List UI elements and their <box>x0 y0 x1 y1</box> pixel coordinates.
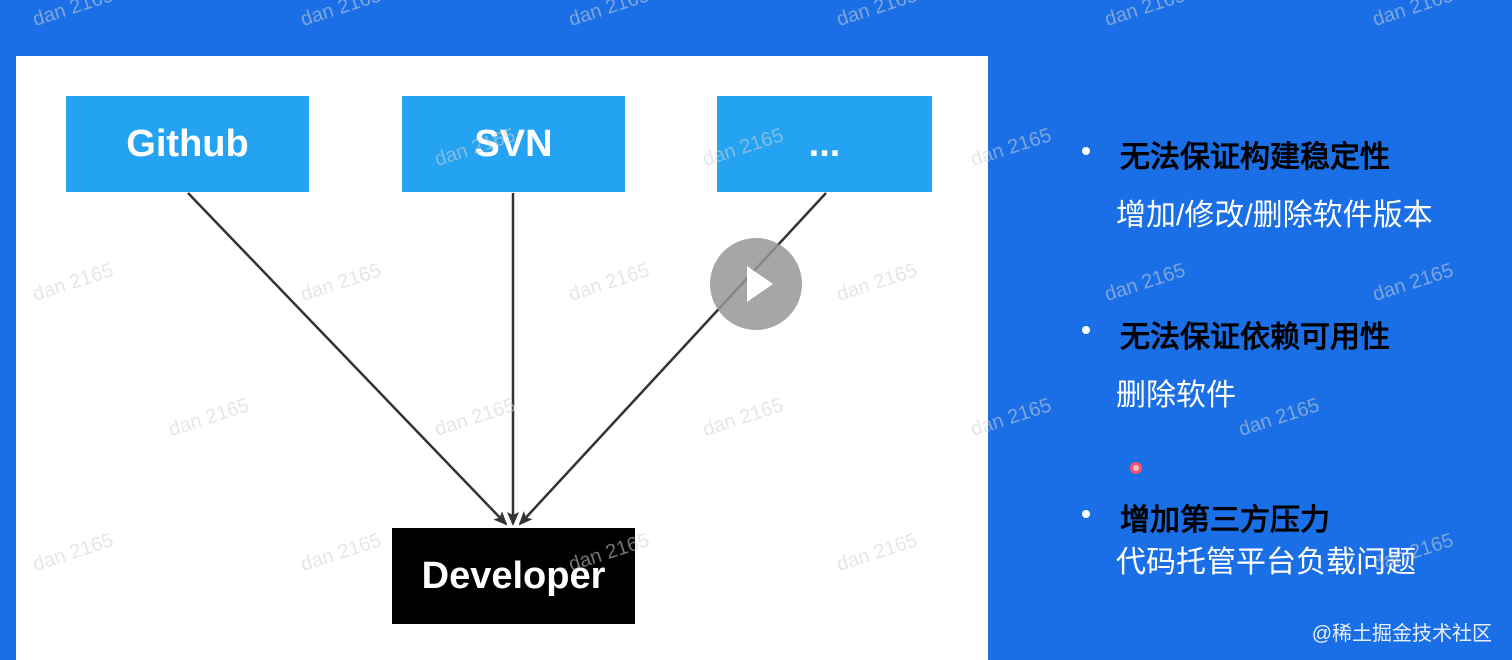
bullet-title-1: 无法保证构建稳定性 <box>1120 141 1390 174</box>
watermark: dan 2165 <box>1102 0 1189 31</box>
bullet-detail-1: 增加/修改/删除软件版本 <box>1116 199 1433 232</box>
source-credit: @稀土掘金技术社区 <box>1311 623 1492 645</box>
developer-box: Developer <box>392 528 635 624</box>
watermark: dan 2165 <box>1370 259 1457 306</box>
bullet-dot-1 <box>1082 147 1090 155</box>
bullet-dot-2 <box>1082 326 1090 334</box>
bullet-dot-3 <box>1082 510 1090 518</box>
developer-label: Developer <box>421 554 606 597</box>
source-label-other: ... <box>808 122 841 165</box>
source-label-svn: SVN <box>474 122 553 165</box>
bullet-detail-3: 代码托管平台负载问题 <box>1116 546 1416 579</box>
bullet-title-3: 增加第三方压力 <box>1120 504 1330 537</box>
watermark: dan 2165 <box>834 0 921 31</box>
source-box-svn: SVN <box>402 96 625 192</box>
watermark: dan 2165 <box>298 0 385 31</box>
source-box-other: ... <box>717 96 932 192</box>
play-button[interactable] <box>710 238 802 330</box>
bullet-title-2: 无法保证依赖可用性 <box>1120 321 1390 354</box>
cursor-dot <box>1130 462 1142 474</box>
watermark: dan 2165 <box>30 0 117 31</box>
source-label-github: Github <box>126 122 249 165</box>
source-box-github: Github <box>66 96 309 192</box>
watermark: dan 2165 <box>1236 394 1323 441</box>
watermark: dan 2165 <box>1102 259 1189 306</box>
watermark: dan 2165 <box>1370 0 1457 31</box>
bullet-detail-2: 删除软件 <box>1116 379 1236 412</box>
watermark: dan 2165 <box>566 0 653 31</box>
